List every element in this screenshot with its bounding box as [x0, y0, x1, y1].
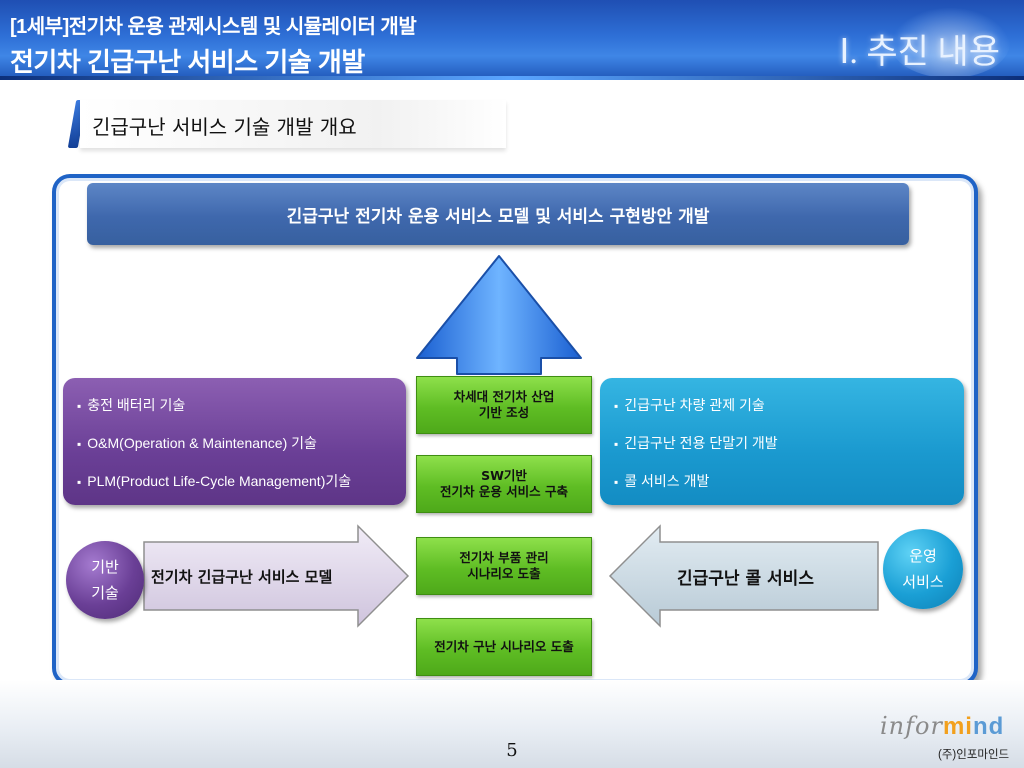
- logo-text-nd: nd: [972, 713, 1005, 740]
- list-item: O&M(Operation & Maintenance) 기술: [77, 436, 351, 474]
- right-pointing-arrow: [143, 524, 410, 628]
- page-number: 5: [506, 740, 518, 761]
- center-box-sw-service: SW기반 전기차 운용 서비스 구축: [416, 455, 592, 513]
- call-service-label: 긴급구난 콜 서비스: [677, 569, 814, 589]
- header-subtitle: [1세부]전기차 운용 관제시스템 및 시뮬레이터 개발: [10, 16, 417, 38]
- car-image: [890, 8, 1010, 78]
- list-item: 긴급구난 전용 단말기 개발: [614, 436, 777, 474]
- left-pointing-arrow: [608, 524, 879, 628]
- goal-box: 긴급구난 전기차 운용 서비스 모델 및 서비스 구현방안 개발: [87, 183, 909, 245]
- list-item: PLM(Product Life-Cycle Management)기술: [77, 474, 351, 512]
- footer-floor: [0, 680, 1024, 768]
- center-box-rescue-scenario: 전기차 구난 시나리오 도출: [416, 618, 592, 676]
- center-box-parts-scenario: 전기차 부품 관리 시나리오 도출: [416, 537, 592, 595]
- up-arrow: [416, 255, 582, 375]
- base-tech-list: 충전 배터리 기술 O&M(Operation & Maintenance) 기…: [77, 398, 351, 512]
- service-tech-box: 긴급구난 차량 관제 기술 긴급구난 전용 단말기 개발 콜 서비스 개발: [600, 378, 964, 505]
- overview-tab: 긴급구난 서비스 기술 개발 개요: [66, 98, 506, 150]
- tab-background: [80, 100, 506, 148]
- company-logo: informind: [880, 712, 1004, 741]
- logo-text-mi: mi: [942, 713, 973, 740]
- list-item: 콜 서비스 개발: [614, 474, 778, 512]
- base-tech-box: 충전 배터리 기술 O&M(Operation & Maintenance) 기…: [63, 378, 406, 505]
- section-label: Ⅰ. 추진 내용: [839, 34, 1000, 71]
- center-box-industry: 차세대 전기차 산업 기반 조성: [416, 376, 592, 434]
- company-name: (주)인포마인드: [938, 749, 1010, 761]
- list-item: 긴급구난 차량 관제 기술: [614, 398, 778, 436]
- service-tech-list: 긴급구난 차량 관제 기술 긴급구난 전용 단말기 개발 콜 서비스 개발: [614, 398, 778, 512]
- header-title: 전기차 긴급구난 서비스 기술 개발: [10, 47, 365, 77]
- operation-service-circle: 운영 서비스: [883, 529, 963, 609]
- header-banner: [1세부]전기차 운용 관제시스템 및 시뮬레이터 개발 전기차 긴급구난 서비…: [0, 0, 1024, 80]
- base-tech-circle: 기반 기술: [66, 541, 144, 619]
- list-item: 충전 배터리 기술: [77, 398, 351, 436]
- logo-text-prefix: infor: [880, 712, 943, 740]
- overview-title: 긴급구난 서비스 기술 개발 개요: [92, 115, 357, 139]
- service-model-label: 전기차 긴급구난 서비스 모델: [151, 568, 333, 586]
